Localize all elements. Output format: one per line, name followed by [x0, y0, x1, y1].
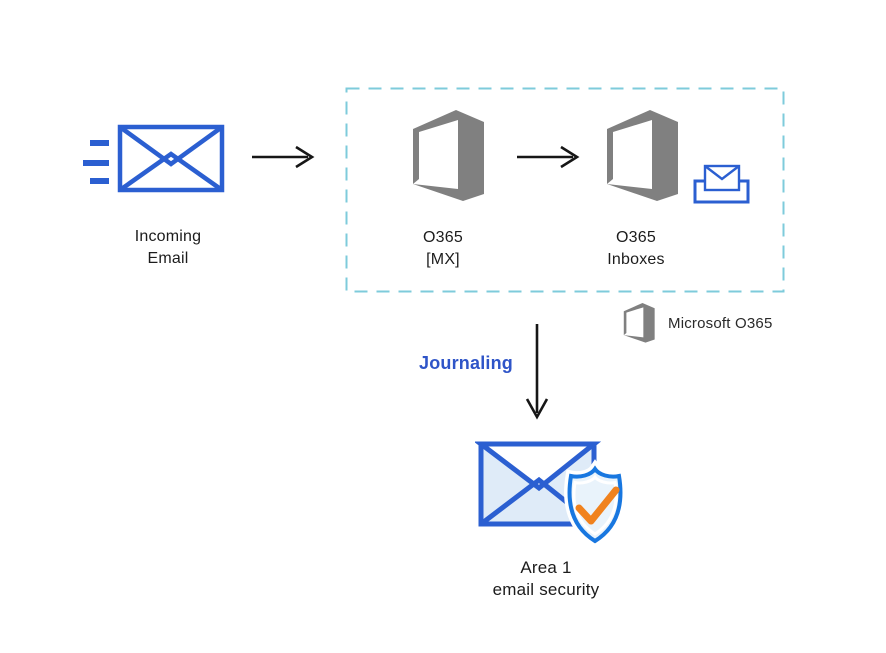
o365-inboxes-label-line2: Inboxes [607, 251, 665, 268]
incoming-email-label-line2: Email [147, 250, 189, 267]
legend-microsoft-o365: Microsoft O365 [621, 303, 773, 343]
area1-label: Area 1 email security [446, 557, 646, 601]
area1-label-line1: Area 1 [520, 558, 572, 577]
o365-boundary-dashed-box [345, 87, 785, 293]
o365-inboxes-label: O365 Inboxes [561, 227, 711, 271]
incoming-email-envelope-icon [83, 124, 225, 193]
envelope-bottom-folds [118, 151, 224, 192]
envelope-flap [118, 125, 224, 167]
inbox-envelope-flap [704, 165, 740, 181]
arrow-right-icon [517, 145, 580, 169]
arrow-down-icon [525, 324, 549, 420]
incoming-email-label-line1: Incoming [134, 228, 202, 245]
checkmark-icon [575, 486, 620, 525]
legend-label: Microsoft O365 [668, 314, 773, 332]
o365-mx-label-line2: [MX] [426, 251, 460, 268]
arrow-right-icon [252, 145, 315, 169]
office365-logo-icon [413, 110, 484, 201]
shield-inner-ring [572, 474, 618, 536]
area1-envelope-flap [475, 441, 602, 492]
envelope-shield-check-icon [475, 441, 626, 548]
office365-logo-icon [607, 110, 678, 201]
incoming-email-label: Incoming Email [93, 226, 243, 270]
journaling-label: Journaling [419, 353, 514, 373]
o365-mx-label-line1: O365 [423, 229, 463, 246]
office365-logo-icon [623, 303, 655, 343]
inbox-tray-envelope-icon [693, 164, 750, 204]
o365-inboxes-label-line1: O365 [616, 229, 656, 246]
area1-label-line2: email security [492, 580, 600, 599]
o365-mx-label: O365 [MX] [368, 227, 518, 271]
